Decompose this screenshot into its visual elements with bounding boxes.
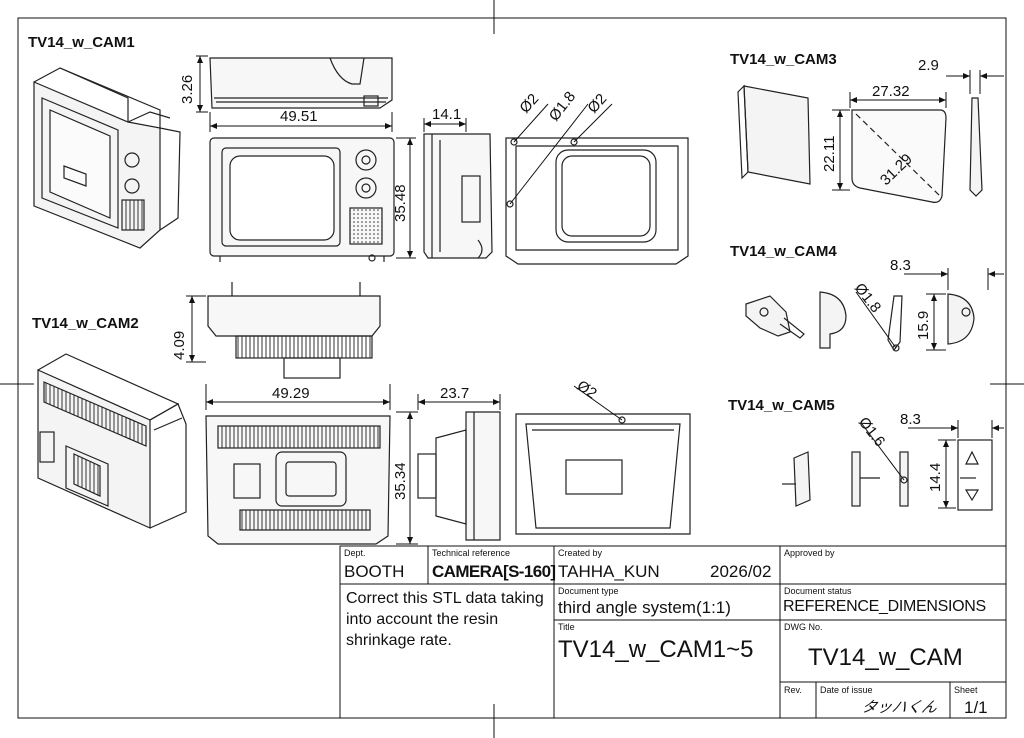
date-caption: Date of issue xyxy=(820,685,873,695)
created-by-value: TAHHA_KUN xyxy=(558,562,660,581)
cam1-dim-width xyxy=(209,112,393,132)
sheet-caption: Sheet xyxy=(954,685,978,695)
cam2-dim-width xyxy=(205,384,391,410)
cam2-frame-view xyxy=(515,413,691,535)
label-cam2: TV14_w_CAM2 xyxy=(32,315,139,332)
dim-cam1-hole-a: Ø2 xyxy=(516,90,542,116)
sheet-value: 1/1 xyxy=(964,698,988,717)
cam2-iso-view xyxy=(37,353,187,529)
cam1-dim-height xyxy=(196,55,208,113)
dim-cam1-depth: 14.1 xyxy=(432,106,461,123)
dim-cam1-hole-c: Ø2 xyxy=(584,90,610,116)
cam1-hole-leaders xyxy=(509,103,613,205)
cam1-front-view xyxy=(209,137,395,262)
dim-cam4-height: 15.9 xyxy=(915,311,932,340)
cam2-side-view xyxy=(417,411,501,541)
dwg-caption: DWG No. xyxy=(784,622,823,632)
dim-cam2-height: 4.09 xyxy=(171,331,188,360)
status-caption: Document status xyxy=(784,586,852,596)
dim-cam2-depth: 23.7 xyxy=(440,385,469,402)
cam2-hole-leader xyxy=(573,385,623,421)
dim-cam5-width: 8.3 xyxy=(900,411,921,428)
cam4-dims xyxy=(855,268,1004,351)
dim-cam5-hole: Ø1.6 xyxy=(855,414,888,450)
dim-cam4-hole: Ø1.8 xyxy=(851,280,884,316)
doctype-value: third angle system(1:1) xyxy=(558,598,731,617)
dim-cam5-height: 14.4 xyxy=(927,463,944,492)
label-cam4: TV14_w_CAM4 xyxy=(730,243,837,260)
cam2-top-view xyxy=(207,282,381,379)
created-date-value: 2026/02 xyxy=(710,562,772,581)
approved-caption: Approved by xyxy=(784,548,835,558)
title-caption: Title xyxy=(558,622,575,632)
title-block-grid xyxy=(339,545,1007,719)
cam4-views xyxy=(745,291,975,352)
dwg-value: TV14_w_CAM xyxy=(808,644,963,671)
dim-cam2-hole: Ø2 xyxy=(574,377,600,402)
dept-value: BOOTH xyxy=(344,562,405,581)
cam2-dim-height xyxy=(186,295,206,363)
dim-cam2-front-height: 35.34 xyxy=(392,462,409,500)
cam2-dim-front-height xyxy=(396,411,418,545)
cam5-dims xyxy=(861,420,1004,509)
cam3-dims xyxy=(832,70,1004,191)
dim-cam3-width: 27.32 xyxy=(872,83,910,100)
cam5-views xyxy=(782,439,993,511)
cam3-front-view xyxy=(851,109,947,203)
cam1-iso-view xyxy=(33,67,181,249)
cam2-rear-view xyxy=(205,415,391,545)
dim-cam1-front-height: 35.48 xyxy=(392,184,409,222)
created-caption: Created by xyxy=(558,548,603,558)
techref-value: CAMERA[S-160] xyxy=(432,562,556,581)
cam3-side-view xyxy=(969,97,983,197)
title-value: TV14_w_CAM1~5 xyxy=(558,636,754,663)
cam3-iso-view xyxy=(737,84,811,185)
cam1-top-view xyxy=(209,57,393,109)
cam1-dim-front-height xyxy=(396,137,416,259)
dim-cam1-width: 49.51 xyxy=(280,108,318,125)
dept-caption: Dept. xyxy=(344,548,366,558)
label-cam1: TV14_w_CAM1 xyxy=(28,34,135,51)
dim-cam3-thickness: 2.9 xyxy=(918,57,939,74)
rev-caption: Rev. xyxy=(784,685,802,695)
dim-cam1-height: 3.26 xyxy=(179,75,196,104)
cam1-frame-view xyxy=(505,137,689,265)
dim-cam1-hole-b: Ø1.8 xyxy=(546,88,579,124)
doctype-caption: Document type xyxy=(558,586,619,596)
techref-caption: Technical reference xyxy=(432,548,511,558)
label-cam3: TV14_w_CAM3 xyxy=(730,51,837,68)
cam2-dim-depth xyxy=(417,394,501,410)
note-text: Correct this STL data taking into accoun… xyxy=(346,590,544,649)
dim-cam3-height: 22.11 xyxy=(821,136,838,172)
dim-cam2-width: 49.29 xyxy=(272,385,310,402)
signature-stamp: タッハくん xyxy=(859,698,939,716)
dim-cam4-width: 8.3 xyxy=(890,257,911,274)
status-value: REFERENCE_DIMENSIONS xyxy=(783,598,986,615)
cam1-side-view xyxy=(423,133,493,259)
label-cam5: TV14_w_CAM5 xyxy=(728,397,835,414)
cam1-dim-depth xyxy=(423,118,467,132)
